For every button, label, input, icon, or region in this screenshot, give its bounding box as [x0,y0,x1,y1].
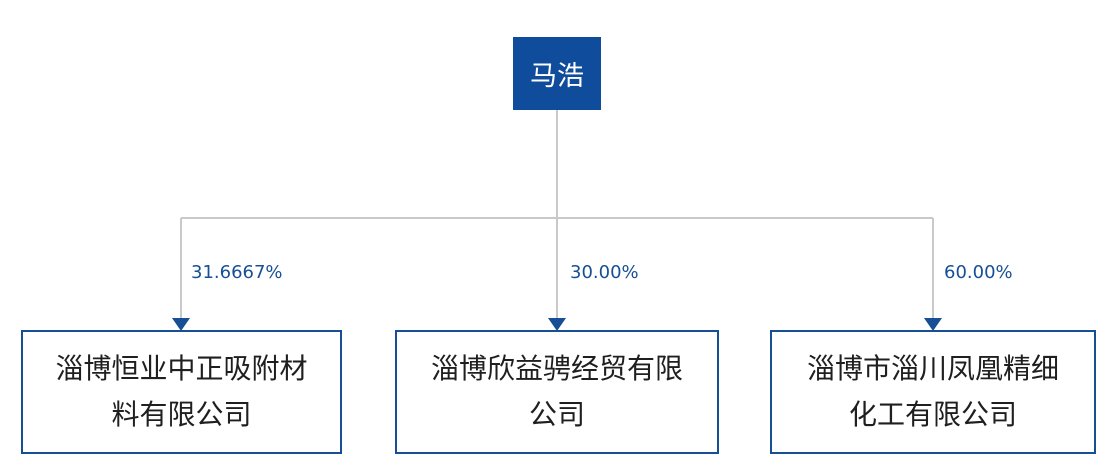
root-node: 马浩 [513,37,601,110]
child-1-share-label: 31.6667% [191,262,283,283]
child-node-3-label: 淄博市淄川凤凰精细化工有限公司 [806,352,1059,431]
child-node-2: 淄博欣益骋经贸有限公司 [395,330,719,454]
child-node-2-label: 淄博欣益骋经贸有限公司 [430,352,683,431]
child-node-3: 淄博市淄川凤凰精细化工有限公司 [770,330,1096,454]
child-3-arrow-icon [924,318,942,331]
child-2-arrow-icon [548,318,566,331]
child-3-share-label: 60.00% [944,262,1013,283]
child-node-1: 淄博恒业中正吸附材料有限公司 [21,330,342,454]
child-1-arrow-icon [172,318,190,331]
child-2-share-label: 30.00% [570,262,639,283]
root-node-label: 马浩 [530,61,584,92]
child-node-1-label: 淄博恒业中正吸附材料有限公司 [55,352,308,431]
